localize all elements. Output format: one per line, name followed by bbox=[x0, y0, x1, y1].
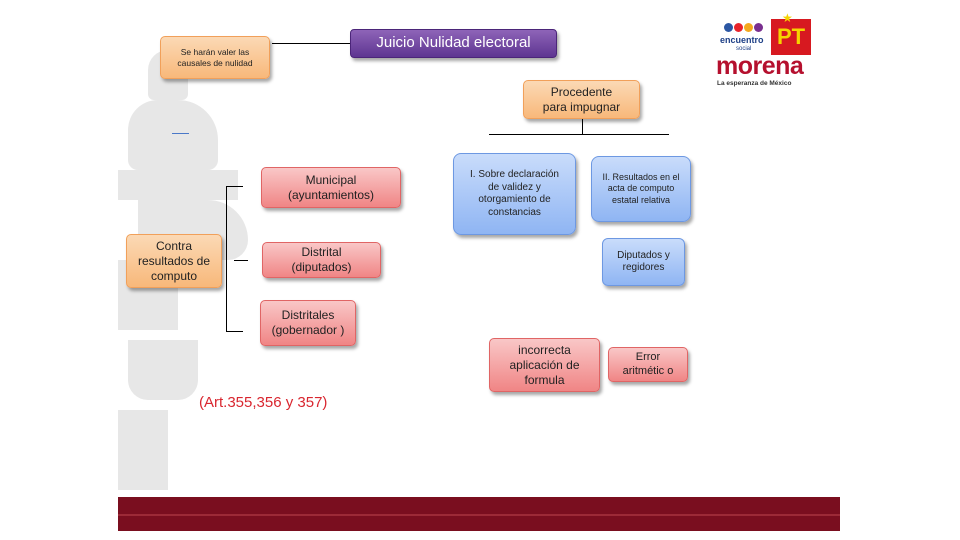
contra-text: Contra resultados de computo bbox=[137, 238, 211, 283]
municipal-box: Municipal (ayuntamientos) bbox=[261, 167, 401, 208]
connector-procedente-down bbox=[582, 119, 583, 134]
incorrecta-text: incorrecta aplicación de formula bbox=[509, 342, 580, 387]
connector-causales-title bbox=[272, 43, 350, 44]
error-text: Error aritmétic o bbox=[622, 350, 674, 377]
procedente-box: Procedente para impugnar bbox=[523, 80, 640, 119]
branch-1-box: I. Sobre declaración de validez y otorga… bbox=[453, 153, 576, 235]
statue-background bbox=[118, 40, 268, 500]
morena-text: morena bbox=[716, 52, 804, 80]
bracket-top bbox=[226, 186, 243, 187]
bracket-middle bbox=[234, 260, 248, 261]
title-text: Juicio Nulidad electoral bbox=[376, 34, 531, 52]
branch-2-sub-box: Diputados y regidores bbox=[602, 238, 685, 286]
contra-box: Contra resultados de computo bbox=[126, 234, 222, 288]
logo: encuentro social PT ★ morena La esperanz… bbox=[716, 11, 820, 90]
branch-2-sub-text: Diputados y regidores bbox=[617, 249, 670, 274]
social-text: social bbox=[736, 46, 752, 52]
municipal-text: Municipal (ayuntamientos) bbox=[287, 172, 375, 202]
branch-2-box: II. Resultados en el acta de computo est… bbox=[591, 156, 691, 222]
articles-text: (Art.355,356 y 357) bbox=[199, 394, 328, 411]
footer-stripe bbox=[118, 514, 840, 516]
branch-1-text: I. Sobre declaración de validez y otorga… bbox=[470, 169, 559, 218]
connector-blue-mark bbox=[172, 133, 189, 134]
title-box: Juicio Nulidad electoral bbox=[350, 29, 557, 58]
tagline-text: La esperanza de México bbox=[717, 80, 792, 87]
causales-text: Se harán valer las causales de nulidad bbox=[177, 46, 253, 68]
distrital-box: Distrital (diputados) bbox=[262, 242, 381, 278]
connector-procedente-branch bbox=[489, 134, 669, 135]
distritales-box: Distritales (gobernador ) bbox=[260, 300, 356, 346]
error-box: Error aritmétic o bbox=[608, 347, 688, 382]
bracket-bottom bbox=[226, 331, 243, 332]
encuentro-social-icon bbox=[724, 20, 768, 34]
incorrecta-box: incorrecta aplicación de formula bbox=[489, 338, 600, 392]
distrital-text: Distrital (diputados) bbox=[291, 245, 352, 274]
star-icon: ★ bbox=[782, 11, 793, 25]
branch-2-text: II. Resultados en el acta de computo est… bbox=[602, 172, 680, 205]
encuentro-text: encuentro bbox=[720, 35, 764, 45]
pt-logo: PT bbox=[771, 19, 811, 55]
pt-text: PT bbox=[776, 24, 806, 49]
procedente-text: Procedente para impugnar bbox=[542, 84, 621, 114]
bracket-vertical bbox=[226, 186, 227, 332]
distritales-text: Distritales (gobernador ) bbox=[271, 308, 345, 337]
causales-box: Se harán valer las causales de nulidad bbox=[160, 36, 270, 79]
